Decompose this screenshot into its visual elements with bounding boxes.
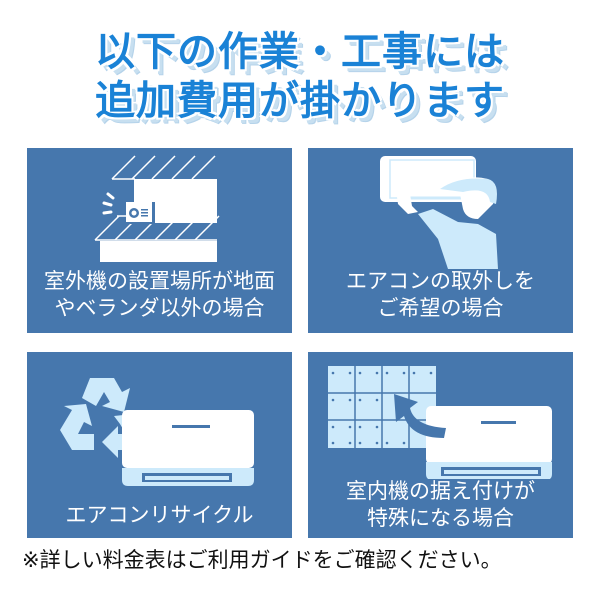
special-wall-install-icon [328,366,552,479]
caption-line-2: 特殊になる場合 [367,506,514,530]
caption-line-2: やベランダ以外の場合 [54,296,265,320]
caption-line-2: ご希望の場合 [377,296,504,320]
technician-removing-ac-icon [380,156,498,269]
headline-line-1: 以下の作業・工事には [95,29,505,75]
caption-line-1: 室外機の設置場所が地面 [44,269,275,293]
headline-line-2: 追加費用が掛かります [95,78,505,124]
outdoor-unit-wall-mount-icon [94,155,220,262]
panel-ac-recycle: エアコンリサイクル [27,352,292,538]
panel-ac-removal: エアコンの取外しを ご希望の場合 [308,148,573,333]
panel-special-installation: 室内機の据え付けが 特殊になる場合 [308,352,573,538]
caption-line-1: 室内機の据え付けが [346,479,535,503]
panel-outdoor-unit-location: 室外機の設置場所が地面 やベランダ以外の場合 [27,148,292,333]
caption-line-1: エアコンの取外しを [346,269,535,293]
caption-line-1: エアコンリサイクル [65,503,254,527]
recycle-ac-icon [60,378,254,486]
footnote: ※詳しい料金表はご利用ガイドをご確認ください。 [22,548,502,572]
